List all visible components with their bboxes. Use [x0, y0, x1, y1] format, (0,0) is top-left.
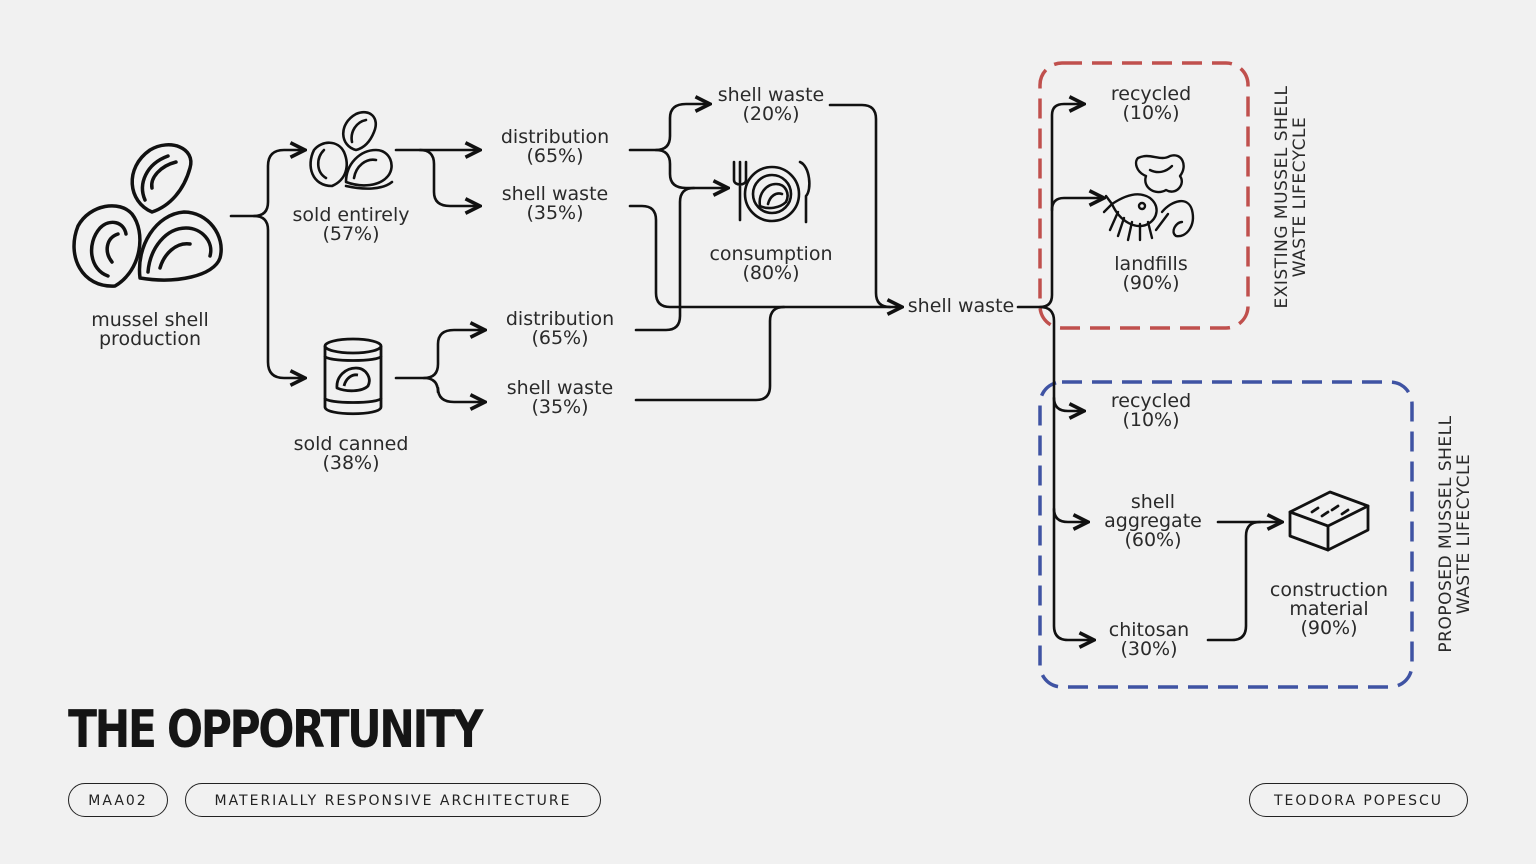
author-badge: TEODORA POPESCU — [1249, 783, 1468, 817]
connector-shell-waste-a — [628, 204, 902, 307]
connector-existing — [1050, 198, 1104, 212]
connector-production — [252, 214, 305, 378]
connector-sold-entirely — [418, 148, 480, 206]
connector-distribution-a — [654, 148, 728, 188]
node-consumption: consumption (80%) — [709, 243, 833, 284]
existing-lifecycle-label: EXISTING MUSSEL SHELL WASTE LIFECYCLE — [1272, 85, 1310, 309]
existing-lifecycle-box — [1038, 61, 1250, 330]
mussels-small-icon — [309, 111, 394, 190]
node-distribution-b: distribution (65%) — [505, 308, 615, 349]
node-shell-waste-c: shell waste (20%) — [717, 84, 825, 125]
mussel-icon — [72, 143, 223, 288]
course-code-badge: MAA02 — [68, 783, 168, 817]
can-icon — [323, 337, 383, 416]
node-production: mussel shell production — [91, 309, 209, 350]
connector-production — [229, 150, 305, 218]
node-recycled-existing: recycled (10%) — [1110, 83, 1192, 124]
node-landfills: landfills (90%) — [1114, 253, 1188, 294]
brick-icon — [1288, 490, 1370, 552]
course-name-badge: MATERIALLY RESPONSIVE ARCHITECTURE — [185, 783, 601, 817]
node-shell-waste-total: shell waste — [907, 295, 1015, 317]
connector-proposed — [1052, 507, 1088, 522]
connector-shell-waste-c — [828, 103, 892, 309]
landfill-waste-icon — [1102, 154, 1195, 242]
connector-distribution-b — [634, 186, 696, 332]
connector-construction — [1206, 520, 1262, 642]
node-recycled-proposed: recycled (10%) — [1110, 390, 1192, 431]
node-sold-canned: sold canned (38%) — [293, 433, 409, 474]
node-sold-entirely: sold entirely (57%) — [292, 204, 410, 245]
plate-cutlery-icon — [732, 160, 811, 224]
node-shell-waste-a: shell waste (35%) — [501, 183, 609, 224]
connector-proposed — [1038, 305, 1094, 640]
node-shell-waste-b: shell waste (35%) — [506, 377, 614, 418]
proposed-lifecycle-box — [1038, 380, 1414, 689]
node-construction-material: construction material (90%) — [1269, 579, 1389, 639]
connector-proposed — [1052, 396, 1084, 411]
connector-sold-canned — [394, 330, 485, 380]
connector-shell-waste-b — [634, 305, 786, 402]
connector-existing — [1016, 104, 1084, 309]
node-chitosan: chitosan (30%) — [1108, 619, 1190, 660]
node-shell-aggregate: shell aggregate (60%) — [1104, 491, 1202, 551]
connector-distribution-a — [628, 104, 710, 152]
page-title: THE OPPORTUNITY — [68, 700, 483, 760]
proposed-lifecycle-label: PROPOSED MUSSEL SHELL WASTE LIFECYCLE — [1436, 415, 1474, 653]
node-distribution-a: distribution (65%) — [500, 126, 610, 167]
connector-sold-canned — [422, 376, 485, 402]
